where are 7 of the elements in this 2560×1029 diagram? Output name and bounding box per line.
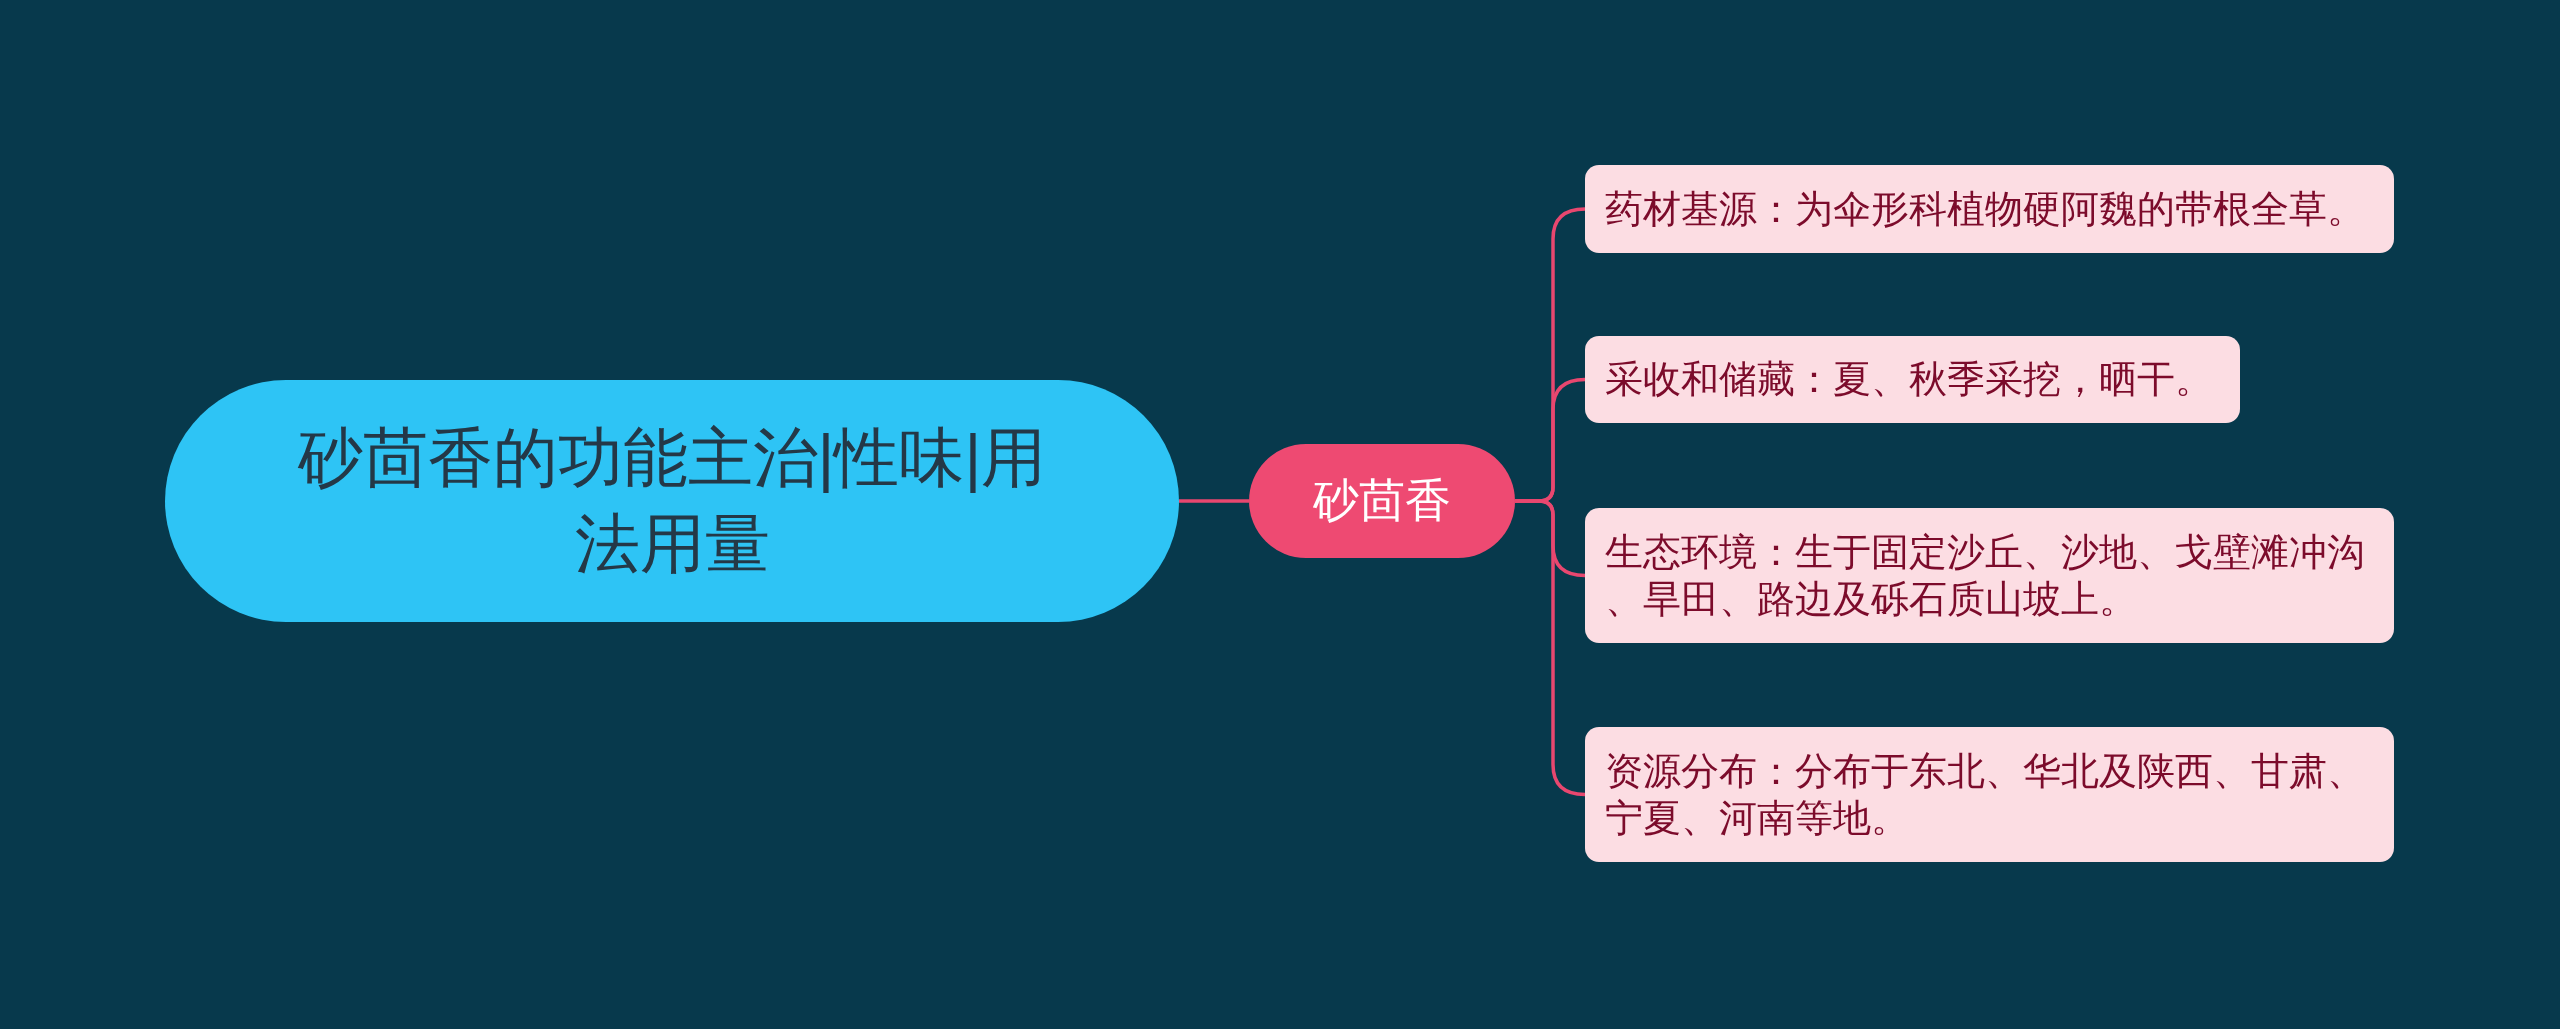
note-box: 药材基源：为伞形科植物硬阿魏的带根全草。 <box>1585 165 2394 253</box>
note-box: 采收和储藏：夏、秋季采挖，晒干。 <box>1585 336 2240 423</box>
note-box: 资源分布：分布于东北、华北及陕西、甘肃、宁夏、河南等地。 <box>1585 727 2394 862</box>
connector-line <box>1179 499 1249 503</box>
topic-pill: 砂茴香的功能主治|性味|用法用量 <box>165 380 1179 622</box>
note-box: 生态环境：生于固定沙丘、沙地、戈壁滩冲沟、旱田、路边及砾石质山坡上。 <box>1585 508 2394 643</box>
subtopic-pill: 砂茴香 <box>1249 444 1515 558</box>
